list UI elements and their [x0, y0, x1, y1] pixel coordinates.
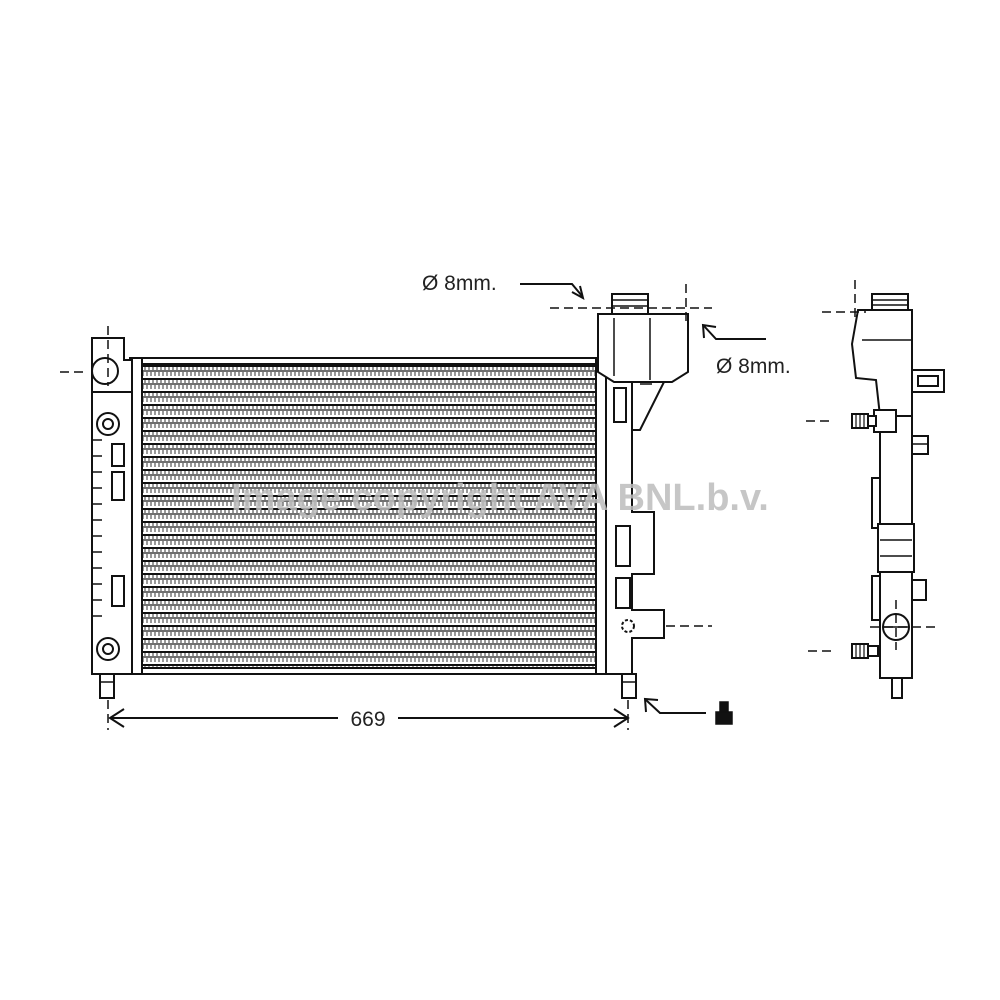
expansion-tank: [597, 293, 689, 431]
left-pin: [99, 673, 115, 699]
side-bolt-upper: [851, 413, 877, 429]
side-cap: [871, 293, 909, 311]
core-frame-bottom: [129, 667, 609, 675]
left-tank: [91, 337, 133, 699]
side-bolt-lower: [851, 643, 879, 659]
tank-ribs: [92, 439, 102, 617]
front-centerlines: [60, 284, 712, 730]
diameter-label-top: Ø 8mm.: [422, 272, 497, 295]
expansion-tank-cap: [611, 293, 649, 315]
right-tank: [605, 359, 665, 699]
copyright-watermark: Image copyright AVA BNL.b.v.: [231, 477, 769, 519]
leader-arrow-side: [701, 323, 766, 340]
leader-arrow-top: [520, 283, 585, 300]
front-view: [91, 293, 689, 699]
radiator-core: [139, 359, 599, 673]
side-view: [850, 293, 945, 699]
leader-arrow-drain: [643, 697, 706, 714]
drain-plug-icon: [715, 701, 733, 725]
diameter-label-side: Ø 8mm.: [716, 355, 791, 378]
right-pin: [621, 673, 637, 699]
upper-hose-inlet: [91, 357, 119, 385]
width-dimension-line: [108, 708, 630, 728]
side-centerlines: [806, 280, 936, 652]
width-dimension-value: 669: [350, 708, 385, 731]
annotations: Ø 8mm. Ø 8mm. 669: [108, 272, 791, 731]
core-frame-top: [129, 357, 609, 365]
